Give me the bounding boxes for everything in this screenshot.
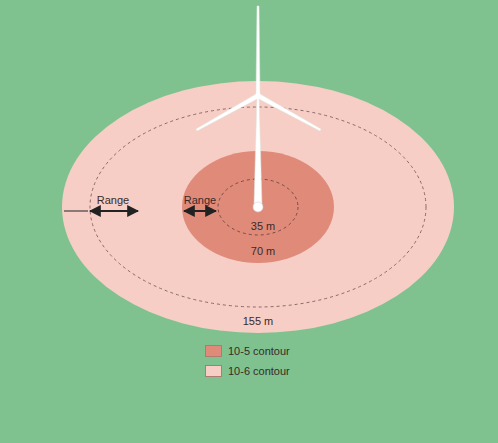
legend-row: 10-6 contour <box>205 365 290 377</box>
range-arrow <box>90 210 138 212</box>
outer-contour <box>62 81 454 333</box>
turbine-blade <box>256 6 260 94</box>
range-arrow <box>184 210 216 212</box>
turbine-base <box>253 202 263 212</box>
legend-swatch <box>205 345 222 357</box>
range-label: Range <box>97 194 129 206</box>
range-tick <box>64 211 88 212</box>
legend-text: 10-6 contour <box>228 365 290 377</box>
range-label: Range <box>184 194 216 206</box>
turbine-blade <box>196 94 259 131</box>
turbine-hub <box>255 93 261 99</box>
legend-row: 10-5 contour <box>205 345 290 357</box>
radius-label: 70 m <box>251 245 275 257</box>
turbine-blade <box>257 94 321 131</box>
legend-swatch <box>205 365 222 377</box>
radius-label: 35 m <box>251 220 275 232</box>
turbine-tower <box>254 96 262 207</box>
radius-label: 155 m <box>243 315 274 327</box>
legend-text: 10-5 contour <box>228 345 290 357</box>
